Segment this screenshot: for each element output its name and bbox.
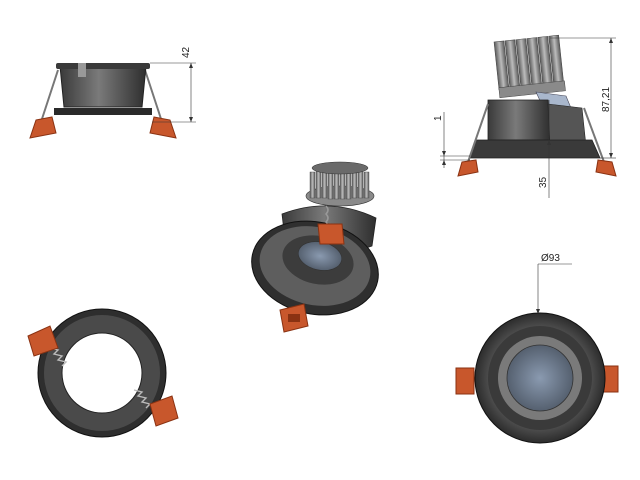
front-view: 42 bbox=[29, 46, 196, 139]
iso-top-clip bbox=[317, 223, 345, 245]
left-clip bbox=[29, 116, 57, 139]
right-clip bbox=[149, 116, 177, 139]
flange-dimension-label: 1 bbox=[433, 115, 444, 121]
height-dimension-label: 42 bbox=[181, 46, 192, 58]
bottom-view: Ø93 bbox=[455, 253, 619, 444]
isometric-view bbox=[251, 161, 379, 333]
diameter-dimension-label: Ø93 bbox=[541, 253, 560, 264]
depth-dimension-label: 35 bbox=[538, 176, 549, 188]
top-view bbox=[27, 308, 179, 438]
total-height-dimension-label: 87,21 bbox=[601, 87, 612, 112]
side-view: 87,21 1 35 bbox=[433, 34, 617, 198]
